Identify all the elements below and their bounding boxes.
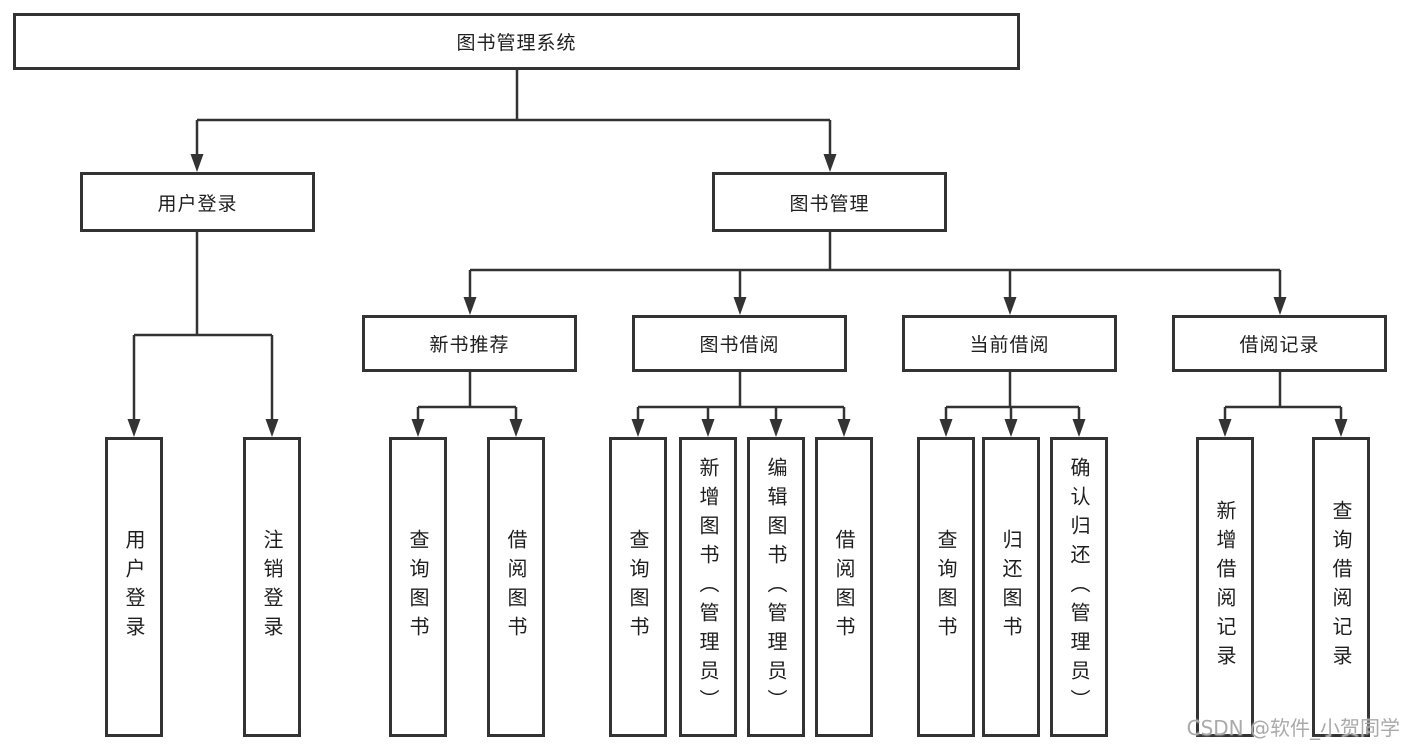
- leaf-current-confirm-return-admin: 确认归还（管理员）: [1050, 437, 1108, 737]
- node-root-library-management-system: 图书管理系统: [13, 13, 1020, 70]
- leaf-recommend-borrow-books: 借阅图书: [487, 437, 545, 737]
- leaf-borrow-edit-books-admin: 编辑图书（管理员）: [747, 437, 805, 737]
- node-book-management: 图书管理: [712, 172, 947, 232]
- leaf-records-query-borrow-record: 查询借阅记录: [1312, 437, 1370, 737]
- csdn-watermark: CSDN @软件_小贺同学: [1186, 716, 1400, 740]
- leaf-current-return-books: 归还图书: [982, 437, 1040, 737]
- node-user-login: 用户登录: [80, 172, 315, 232]
- leaf-borrow-query-books: 查询图书: [609, 437, 667, 737]
- node-current-borrowing: 当前借阅: [902, 315, 1117, 372]
- tree-edges: [132, 70, 1343, 421]
- leaf-borrow-borrow-books: 借阅图书: [815, 437, 873, 737]
- node-new-book-recommendation: 新书推荐: [362, 315, 577, 372]
- leaf-current-query-books: 查询图书: [917, 437, 975, 737]
- leaf-records-add-borrow-record: 新增借阅记录: [1196, 437, 1254, 737]
- node-book-borrowing: 图书借阅: [632, 315, 847, 372]
- leaf-logout: 注销登录: [243, 437, 301, 737]
- node-borrowing-records: 借阅记录: [1172, 315, 1387, 372]
- leaf-borrow-add-books-admin: 新增图书（管理员）: [679, 437, 737, 737]
- leaf-user-login: 用户登录: [105, 437, 163, 737]
- leaf-recommend-query-books: 查询图书: [389, 437, 447, 737]
